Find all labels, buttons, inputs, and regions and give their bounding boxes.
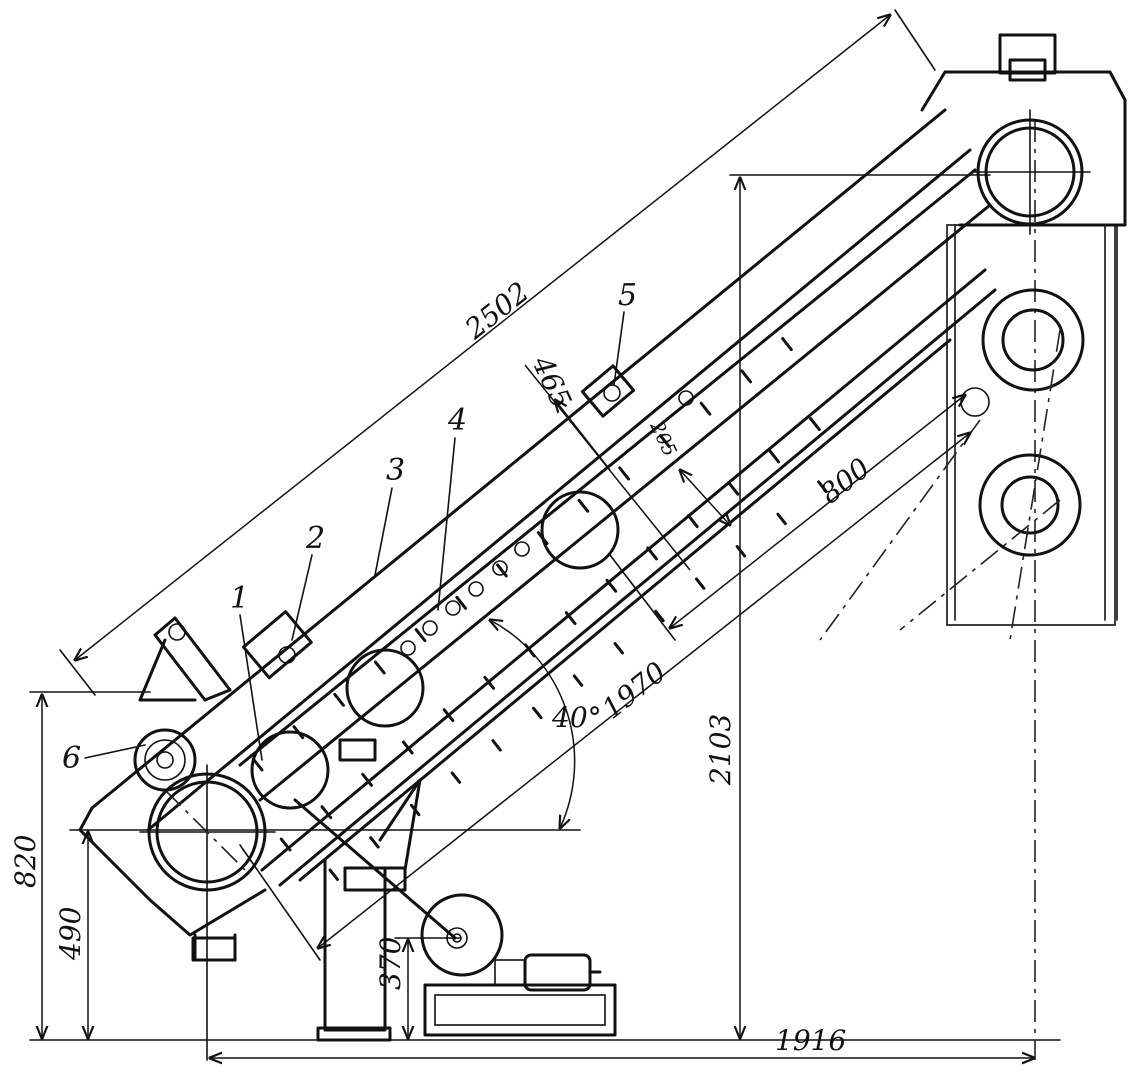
flight-slat [694, 577, 706, 590]
drive-unit [293, 798, 617, 1037]
dim-2502-line [75, 15, 890, 660]
dim-465: 465 [525, 350, 578, 413]
flight-slat [686, 514, 699, 529]
flight-slat [328, 868, 339, 881]
flight-slat [333, 692, 345, 707]
right-frame [946, 120, 1118, 1060]
dim-800: 800 [814, 451, 876, 510]
part-3-label: 3 [386, 453, 405, 488]
flight-slat [809, 417, 821, 432]
flight-slat [450, 771, 462, 784]
dim-2103: 2103 [704, 714, 737, 786]
dim-490: 490 [54, 907, 87, 961]
flight-slat [369, 836, 380, 849]
dim-205-line [680, 470, 730, 525]
part-6-label: 6 [62, 741, 81, 776]
flight-slat [532, 706, 543, 720]
flight-slat [577, 498, 590, 513]
flight-slat [491, 739, 502, 752]
flight-slat [292, 725, 305, 740]
head-drum [971, 109, 1091, 235]
flight-slat [735, 545, 747, 558]
dim-205: 205 [645, 417, 681, 460]
flight-slat [727, 481, 740, 496]
dim-370: 370 [374, 937, 407, 990]
support-stand [316, 738, 422, 1042]
flight-slat [768, 449, 781, 464]
flight-slat [646, 546, 658, 561]
angle-label: 40° [551, 701, 602, 734]
spray-unit [241, 610, 313, 680]
dim-1970: 1970 [596, 655, 672, 725]
dim-2502: 2502 [458, 275, 535, 346]
flight-slat [699, 401, 712, 416]
dim-1916: 1916 [775, 1024, 846, 1057]
flight-slat [572, 674, 584, 687]
feed-hopper [133, 616, 232, 792]
tail-drum [139, 764, 276, 1061]
dim-820: 820 [9, 835, 42, 888]
flight-slat [776, 512, 787, 526]
part-5-label: 5 [618, 278, 637, 313]
part-2-label: 2 [305, 521, 325, 556]
part-4-label: 4 [447, 403, 467, 438]
flight-slat [781, 337, 793, 352]
part-1-label: 1 [230, 581, 249, 616]
flight-slat [251, 757, 264, 772]
head-housing [920, 33, 1127, 227]
angle-arc [490, 620, 576, 828]
flight-slat [613, 642, 624, 655]
flight-slat [618, 466, 630, 481]
flight-slat [373, 660, 386, 675]
flight-slat [740, 369, 753, 384]
flight-slat [279, 837, 292, 852]
dim-800-line [670, 395, 965, 628]
